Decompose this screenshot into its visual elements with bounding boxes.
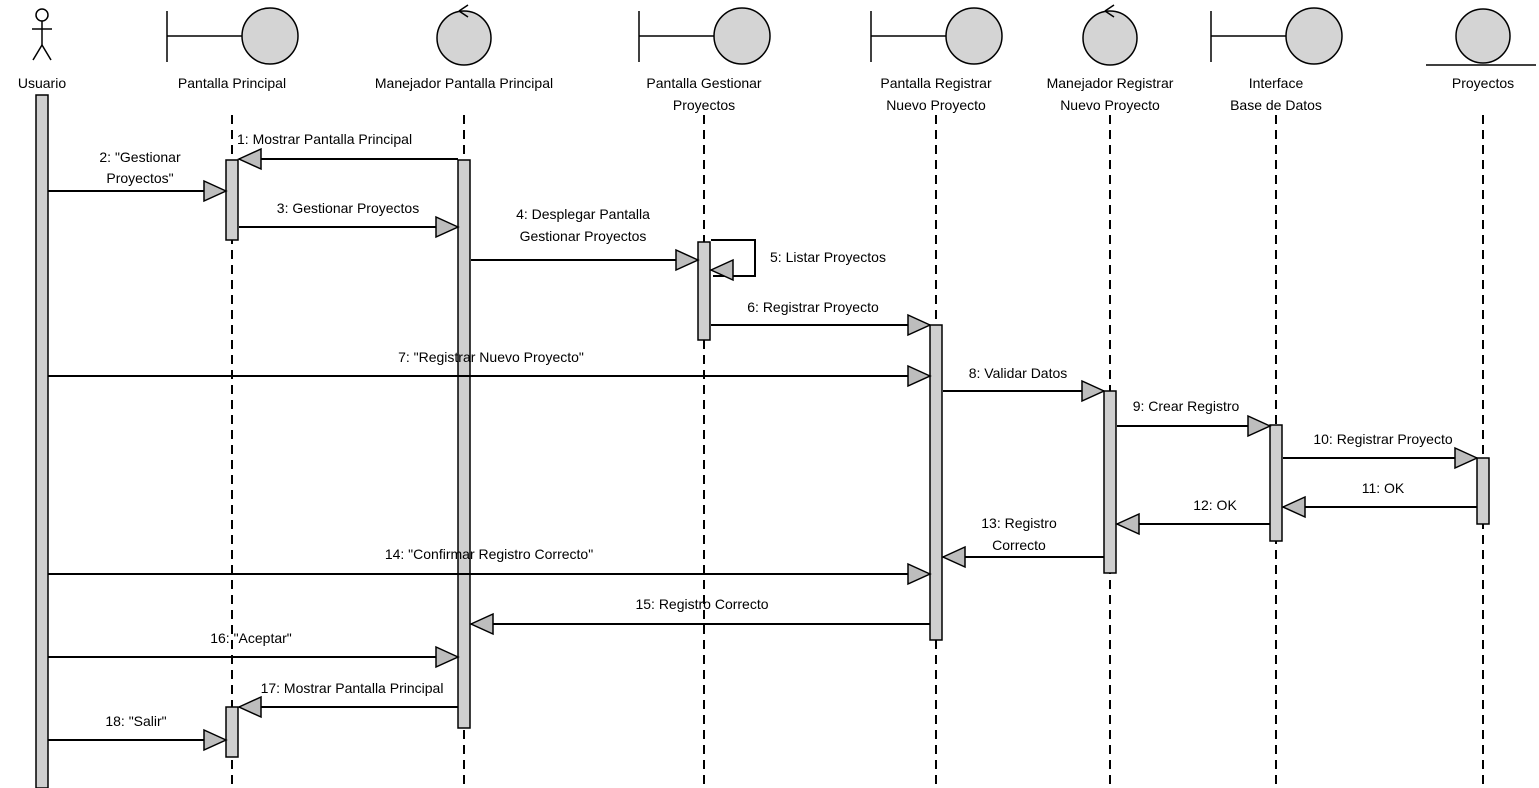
participant-label: Proyectos <box>673 97 735 113</box>
message-label: Correcto <box>992 537 1046 553</box>
message-label: 3: Gestionar Proyectos <box>277 200 419 216</box>
message-label: 7: "Registrar Nuevo Proyecto" <box>398 349 584 365</box>
message-label: 9: Crear Registro <box>1133 398 1240 414</box>
message-14: 14: "Confirmar Registro Correcto" <box>48 546 932 586</box>
boundary-icon <box>1210 7 1343 65</box>
boundary-icon <box>166 7 299 65</box>
control-icon <box>1082 4 1138 66</box>
message-label: 10: Registrar Proyecto <box>1313 431 1452 447</box>
message-12: 12: OK <box>1115 497 1270 536</box>
actor-icon <box>32 8 52 61</box>
activation-bar <box>697 241 711 341</box>
participant-label: Nuevo Proyecto <box>886 97 986 113</box>
arrowhead <box>709 258 734 282</box>
message-label: 11: OK <box>1362 480 1405 496</box>
boundary-icon <box>870 7 1003 65</box>
participant-usuario: Usuario <box>18 8 66 91</box>
arrowhead <box>1454 446 1479 470</box>
message-label: 15: Registro Correcto <box>635 596 768 612</box>
message-5: 5: Listar Proyectos <box>709 239 886 282</box>
participant-label: Proyectos <box>1452 75 1514 91</box>
message-7: 7: "Registrar Nuevo Proyecto" <box>48 349 932 388</box>
arrowhead <box>203 728 228 752</box>
participant-label: Nuevo Proyecto <box>1060 97 1160 113</box>
arrowhead <box>435 215 460 239</box>
participant-label: Manejador Pantalla Principal <box>375 75 553 91</box>
arrowhead <box>1281 495 1306 519</box>
participant-label: Pantalla Gestionar <box>646 75 762 91</box>
arrowhead <box>435 645 460 669</box>
arrowhead <box>469 612 494 636</box>
arrowhead <box>237 147 262 171</box>
message-label: 14: "Confirmar Registro Correcto" <box>385 546 593 562</box>
arrowhead <box>907 364 932 388</box>
message-16: 16: "Aceptar" <box>48 630 460 669</box>
message-label: 2: "Gestionar <box>99 149 181 165</box>
participant-proyectos: Proyectos <box>1426 8 1536 91</box>
activation-bar <box>225 159 239 241</box>
message-label: 17: Mostrar Pantalla Principal <box>261 680 444 696</box>
activation-bar <box>1269 424 1283 542</box>
participant-label: Pantalla Principal <box>178 75 286 91</box>
message-17: 17: Mostrar Pantalla Principal <box>237 680 458 719</box>
activation-bar <box>457 159 471 729</box>
participant-label: Pantalla Registrar <box>880 75 992 91</box>
activation-bar <box>35 94 49 788</box>
message-1: 1: Mostrar Pantalla Principal <box>237 131 458 171</box>
message-8: 8: Validar Datos <box>943 365 1106 403</box>
message-label: 5: Listar Proyectos <box>770 249 886 265</box>
message-label: 12: OK <box>1193 497 1237 513</box>
message-label: 8: Validar Datos <box>969 365 1068 381</box>
entity-icon <box>1426 8 1536 66</box>
activation-bar <box>1103 390 1117 574</box>
message-10: 10: Registrar Proyecto <box>1283 431 1479 470</box>
arrowhead <box>237 695 262 719</box>
message-line <box>711 239 756 277</box>
participant-manejador-pantalla-principal: Manejador Pantalla Principal <box>375 4 553 91</box>
boundary-icon <box>638 7 771 65</box>
message-label: Proyectos" <box>106 170 173 186</box>
message-label: Gestionar Proyectos <box>520 228 647 244</box>
participant-label: Usuario <box>18 75 66 91</box>
message-label: 18: "Salir" <box>105 713 166 729</box>
arrowhead <box>1247 414 1272 438</box>
participant-label: Interface <box>1249 75 1304 91</box>
message-label: 16: "Aceptar" <box>210 630 292 646</box>
message-label: 4: Desplegar Pantalla <box>516 206 650 222</box>
message-9: 9: Crear Registro <box>1117 398 1272 438</box>
activation-bar <box>1476 457 1490 525</box>
message-18: 18: "Salir" <box>48 713 228 752</box>
arrowhead <box>907 562 932 586</box>
arrowhead <box>675 248 700 272</box>
message-3: 3: Gestionar Proyectos <box>239 200 460 239</box>
participant-pantalla-principal: Pantalla Principal <box>166 7 299 91</box>
message-label: 13: Registro <box>981 515 1057 531</box>
arrowhead <box>1081 379 1106 403</box>
arrowhead <box>907 313 932 337</box>
arrowhead <box>1115 512 1140 536</box>
activation-bar <box>225 706 239 758</box>
message-11: 11: OK <box>1281 480 1477 519</box>
arrowhead <box>203 179 228 203</box>
message-label: 1: Mostrar Pantalla Principal <box>237 131 412 147</box>
activation-bar <box>929 324 943 641</box>
message-15: 15: Registro Correcto <box>469 596 930 636</box>
participant-label: Manejador Registrar <box>1047 75 1174 91</box>
control-icon <box>436 4 492 66</box>
message-label: 6: Registrar Proyecto <box>747 299 879 315</box>
participant-label: Base de Datos <box>1230 97 1322 113</box>
arrowhead <box>941 545 966 569</box>
message-6: 6: Registrar Proyecto <box>711 299 932 337</box>
